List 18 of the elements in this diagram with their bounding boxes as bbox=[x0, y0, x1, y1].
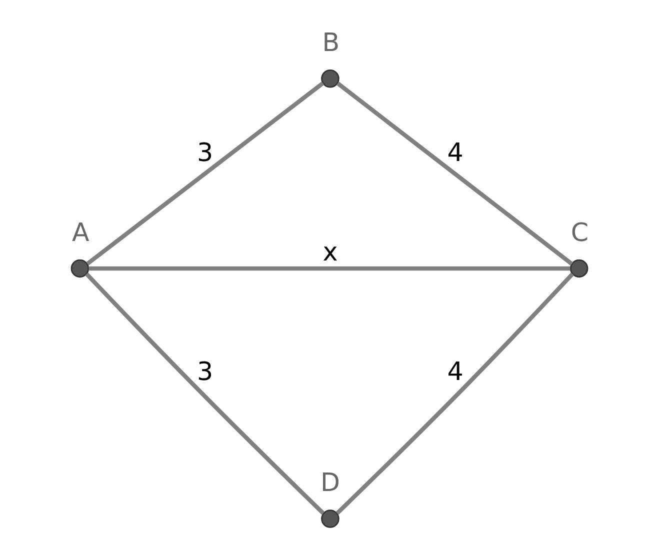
edge-label: 4 bbox=[446, 138, 463, 167]
node-circle bbox=[320, 510, 339, 528]
node-label: A bbox=[71, 218, 89, 247]
node-circle bbox=[320, 70, 339, 88]
connector bbox=[84, 272, 324, 515]
edge-label: x bbox=[322, 238, 338, 267]
node-label: B bbox=[322, 28, 340, 58]
connector bbox=[336, 82, 573, 266]
edge-label: 3 bbox=[196, 357, 213, 386]
edge-label: 3 bbox=[196, 138, 213, 167]
node-circle bbox=[70, 259, 89, 278]
edge-label: 4 bbox=[446, 357, 463, 386]
connector bbox=[86, 82, 324, 266]
node-label: D bbox=[320, 468, 340, 498]
node-circle bbox=[569, 259, 588, 278]
connector bbox=[335, 272, 574, 515]
node-label: C bbox=[570, 218, 588, 247]
connector bbox=[88, 266, 570, 271]
